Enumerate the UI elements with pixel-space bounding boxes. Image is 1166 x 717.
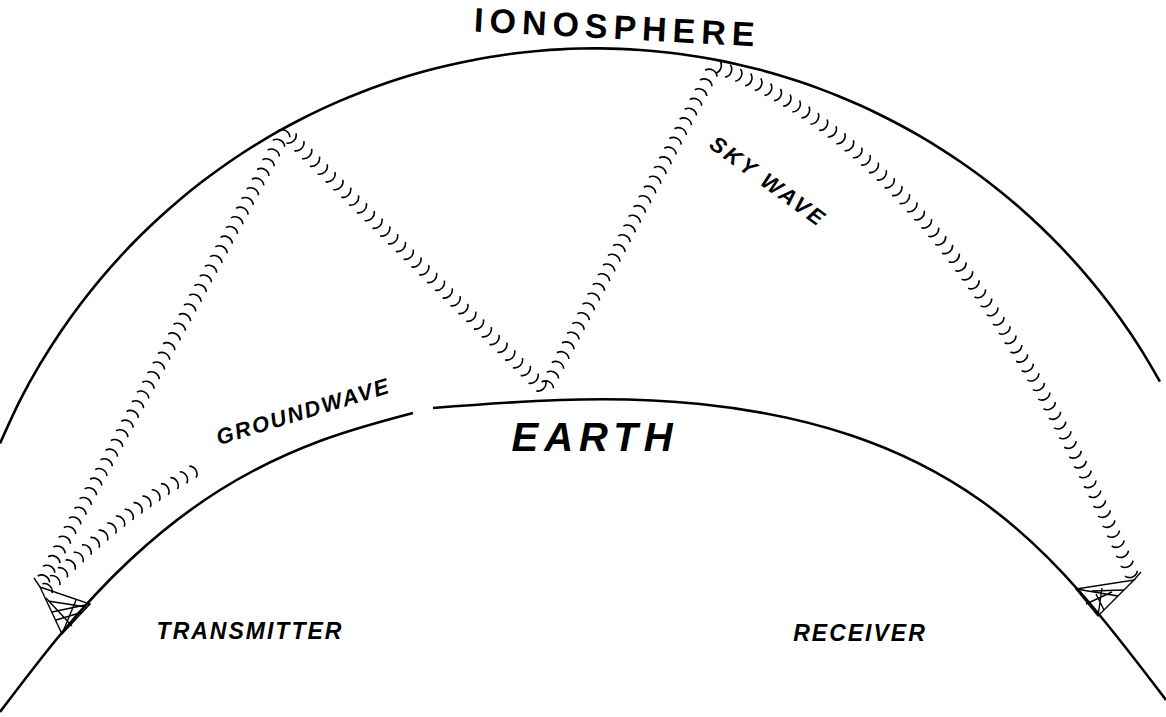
- station-label: RECEIVER: [793, 622, 927, 645]
- tower-frame: [1076, 580, 1134, 616]
- skywave-marks: [38, 61, 1138, 583]
- tower-lattice: [1076, 588, 1124, 616]
- earth-and-ionosphere: [0, 48, 1166, 712]
- earth-arc-left: [0, 413, 413, 712]
- groundwave-marks: [42, 466, 197, 593]
- tower-mast: [34, 578, 40, 587]
- station-label: TRANSMITTER: [157, 620, 344, 643]
- tower-lattice: [46, 598, 90, 634]
- wave-label: SKY WAVE: [706, 133, 831, 232]
- region-label: EARTH: [511, 417, 678, 457]
- wave-label: GROUNDWAVE: [213, 375, 392, 449]
- tower-frame: [40, 587, 90, 634]
- receiver-tower: [1076, 572, 1141, 616]
- skywave-guide: [40, 66, 1134, 586]
- groundwave-guide: [42, 470, 196, 594]
- transmitter-tower: [34, 578, 90, 634]
- wave-marks: [38, 61, 1138, 593]
- region-label: IONOSPHERE: [473, 3, 761, 52]
- earth-arc-right: [433, 399, 1166, 700]
- tower-mast: [1134, 572, 1141, 580]
- ionosphere-arc: [0, 48, 1160, 443]
